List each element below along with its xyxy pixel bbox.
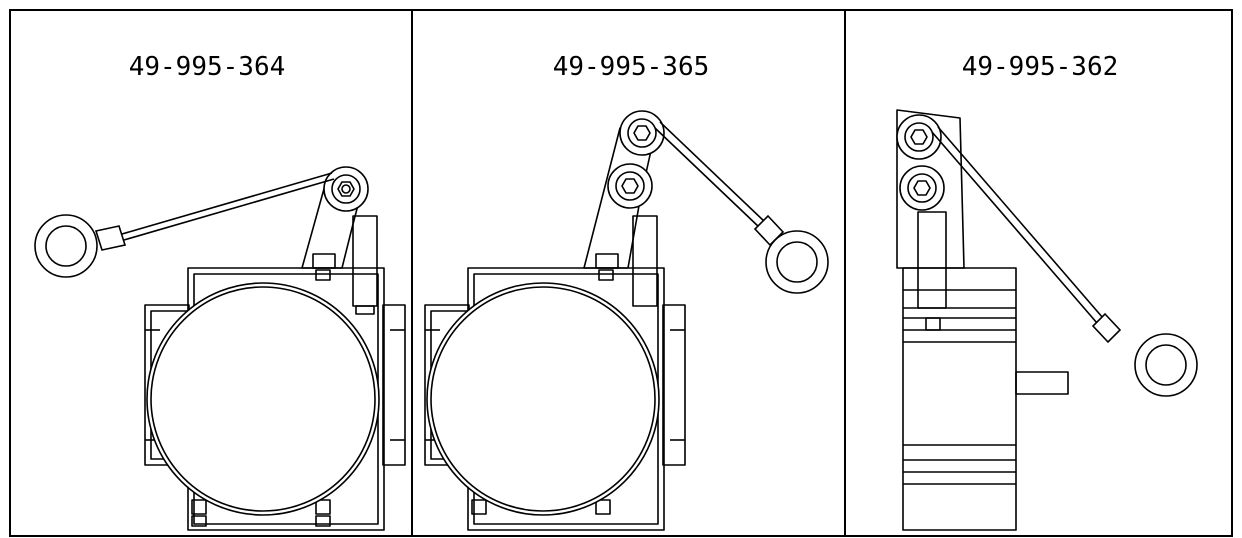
cable-ferrule [94, 225, 127, 251]
pulley-wheel-upper-3 [896, 114, 942, 160]
cable-ferrule-3 [1091, 312, 1122, 344]
hex-bolt [337, 181, 355, 197]
cable-3 [937, 126, 1104, 319]
cable-eyelet [34, 214, 98, 278]
pulley-wheel-upper [619, 110, 665, 156]
cable [121, 172, 333, 235]
panel-label-365: 49-995-365 [553, 52, 710, 82]
panel-label-362: 49-995-362 [962, 52, 1119, 82]
panel-365-drawing [424, 110, 829, 531]
pulley-bracket-3 [896, 109, 965, 269]
panel-362-drawing [896, 109, 1198, 531]
cable-ferrule-2 [753, 214, 785, 247]
pulley-bracket-2 [583, 127, 657, 269]
pulley-wheel-lower [607, 163, 653, 209]
table-frame [9, 9, 1233, 537]
cable-eyelet-2 [765, 230, 829, 294]
pulley-wheel [323, 166, 369, 212]
drum [146, 282, 380, 516]
panel-label-364: 49-995-364 [129, 52, 286, 82]
drum-2 [426, 282, 660, 516]
cable-eyelet-3 [1134, 333, 1198, 397]
cable-2 [659, 121, 766, 223]
pulley-wheel-lower-3 [899, 165, 945, 211]
panel-364-drawing [34, 166, 406, 531]
